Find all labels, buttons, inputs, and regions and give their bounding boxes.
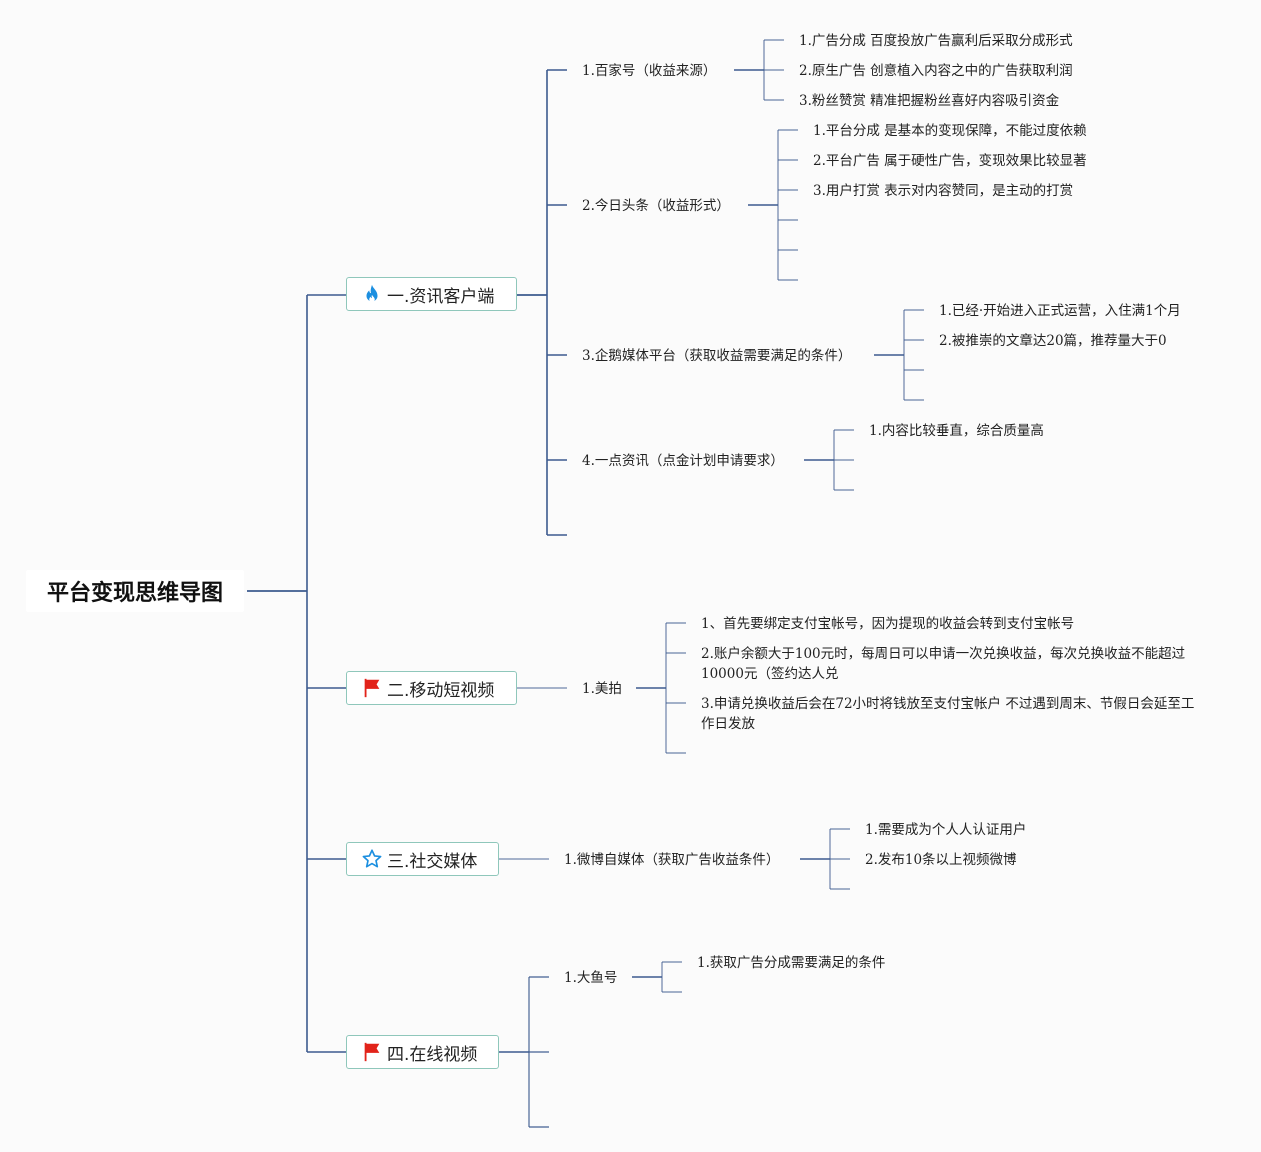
topic-dayu[interactable]: 1.大鱼号 (564, 970, 618, 986)
branch-label: 一.资讯客户端 (387, 286, 495, 307)
leaf-text: 2.被推崇的文章达20篇，推荐量大于0 (939, 333, 1167, 349)
central-topic[interactable]: 平台变现思维导图 (26, 570, 244, 612)
topic-baijiahao[interactable]: 1.百家号（收益来源） (582, 63, 717, 79)
branch-short-video[interactable]: 二.移动短视频 (346, 671, 517, 705)
leaf-text: 1.广告分成 百度投放广告赢利后采取分成形式 (799, 33, 1073, 49)
topic-penguin-media[interactable]: 3.企鹅媒体平台（获取收益需要满足的条件） (582, 348, 852, 364)
leaf-text: 3.用户打赏 表示对内容赞同，是主动的打赏 (813, 183, 1074, 199)
leaf-text: 2.平台广告 属于硬性广告，变现效果比较显著 (813, 153, 1087, 169)
leaf-text: 2.原生广告 创意植入内容之中的广告获取利润 (799, 63, 1073, 79)
flame-icon (361, 283, 383, 305)
leaf-text: 1.需要成为个人人认证用户 (865, 822, 1027, 838)
branch-label: 二.移动短视频 (387, 680, 495, 701)
star-icon (361, 848, 383, 870)
leaf-text: 1、首先要绑定支付宝帐号，因为提现的收益会转到支付宝帐号 (701, 616, 1075, 632)
red-flag-icon (361, 1041, 383, 1063)
topic-meipai[interactable]: 1.美拍 (582, 681, 622, 697)
topic-yidian[interactable]: 4.一点资讯（点金计划申请要求） (582, 453, 784, 469)
branch-social-media[interactable]: 三.社交媒体 (346, 842, 499, 876)
leaf-text: 3.粉丝赞赏 精准把握粉丝喜好内容吸引资金 (799, 93, 1060, 109)
red-flag-icon (361, 677, 383, 699)
leaf-text: 3.申请兑换收益后会在72小时将钱放至支付宝帐户 不过遇到周末、节假日会延至工作… (701, 696, 1195, 732)
branch-label: 三.社交媒体 (387, 851, 478, 872)
leaf-text: 2.账户余额大于100元时，每周日可以申请一次兑换收益，每次兑换收益不能超过10… (701, 646, 1186, 682)
leaf-text: 2.发布10条以上视频微博 (865, 852, 1017, 868)
branch-news-clients[interactable]: 一.资讯客户端 (346, 277, 517, 311)
leaf-text: 1.平台分成 是基本的变现保障，不能过度依赖 (813, 123, 1087, 139)
topic-weibo[interactable]: 1.微博自媒体（获取广告收益条件） (564, 852, 780, 868)
topic-toutiao[interactable]: 2.今日头条（收益形式） (582, 198, 730, 214)
leaf-text: 1.获取广告分成需要满足的条件 (697, 955, 886, 971)
leaf-text: 1.已经·开始进入正式运营，入住满1个月 (939, 303, 1181, 319)
leaf-text: 1.内容比较垂直，综合质量高 (869, 423, 1044, 439)
branch-online-video[interactable]: 四.在线视频 (346, 1035, 499, 1069)
branch-label: 四.在线视频 (387, 1044, 478, 1065)
